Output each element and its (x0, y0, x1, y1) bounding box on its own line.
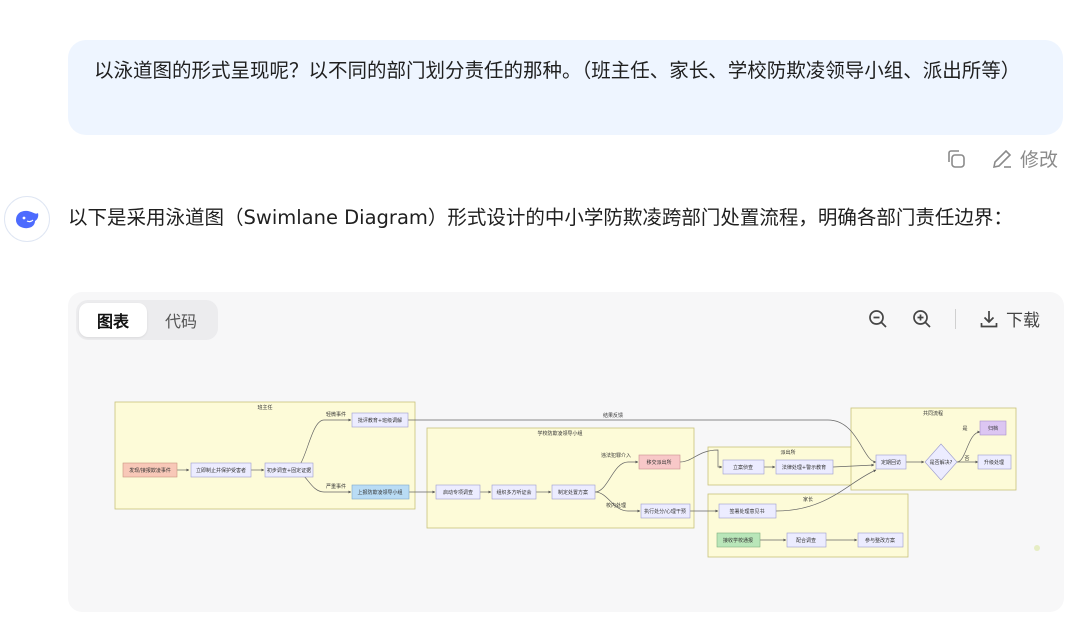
node-upgrade-label: 升级处理 (984, 459, 1004, 466)
assistant-intro-text: 以下是采用泳道图（Swimlane Diagram）形式设计的中小学防欺凌跨部门… (68, 206, 1013, 229)
edge-label-illegal: 违法犯罪介入 (601, 452, 631, 459)
lane-committee-label: 学校防欺凌领导小组 (537, 430, 582, 437)
node-separate-label: 立即制止并保护受害者 (196, 467, 246, 474)
node-execute[interactable]: 执行处分/心理干预 (640, 503, 691, 519)
node-parent-cooperate-label: 配合调查 (796, 537, 816, 544)
node-parent-plan-label: 参与整改方案 (865, 537, 895, 544)
node-decide-label: 制定处置方案 (558, 489, 588, 496)
edit-label: 修改 (1019, 149, 1058, 171)
node-resolved-label: 是否解决? (930, 459, 953, 466)
scroll-indicator-dot (1034, 545, 1040, 551)
diagram-toolbar: 图表 代码 下载 (68, 292, 1064, 348)
message-actions: 修改 (944, 145, 1058, 172)
edge-labels: 轻微事件 严重事件 违法犯罪介入 校内处理 结果反馈 是 否 (326, 411, 970, 509)
zoom-in-icon (913, 309, 931, 328)
toolbar-divider (955, 308, 956, 329)
node-archive-label: 归档 (988, 425, 998, 432)
node-separate[interactable]: 立即制止并保护受害者 (190, 462, 252, 478)
zoom-out-icon (869, 309, 887, 328)
edge-label-serious: 严重事件 (326, 483, 346, 490)
view-tabs: 图表 代码 (76, 300, 218, 340)
tab-chart[interactable]: 图表 (79, 303, 147, 337)
lane-teacher-label: 班主任 (257, 404, 272, 411)
node-start-inv[interactable]: 启动专项调查 (435, 484, 481, 500)
node-track-label: 定期回访 (881, 459, 901, 466)
whale-logo-icon (16, 210, 39, 229)
lane-common: 共同流程 (850, 407, 1017, 491)
node-police-measure[interactable]: 法律处理+警示教育 (775, 459, 834, 475)
user-message-bubble: 以泳道图的形式呈现呢？以不同的部门划分责任的那种。（班主任、家长、学校防欺凌领导… (68, 40, 1063, 135)
lane-common-label: 共同流程 (923, 410, 943, 417)
node-parent-plan[interactable]: 参与整改方案 (857, 532, 904, 548)
edge-label-school: 校内处理 (606, 502, 626, 509)
assistant-intro: 以下是采用泳道图（Swimlane Diagram）形式设计的中小学防欺凌跨部门… (68, 200, 1058, 236)
node-discover[interactable]: 发现/接报欺凌事件 (122, 462, 178, 478)
node-educate[interactable]: 批评教育+班级调解 (351, 412, 409, 428)
node-discover-label: 发现/接报欺凌事件 (129, 467, 171, 474)
lane-police-label: 派出所 (780, 449, 795, 456)
node-refer-police[interactable]: 移交派出所 (638, 454, 681, 470)
node-execute-label: 执行处分/心理干预 (644, 508, 686, 515)
assistant-avatar (4, 196, 50, 242)
node-investigate-label: 初步调查+固定证据 (267, 467, 311, 474)
zoom-in-button[interactable] (911, 308, 933, 330)
lane-parents: 家长 (707, 493, 909, 558)
edge-label-feedback: 结果反馈 (603, 412, 623, 419)
copy-button[interactable] (944, 147, 968, 171)
download-label: 下载 (1006, 311, 1040, 331)
zoom-out-button[interactable] (867, 308, 889, 330)
diagram-card: 图表 代码 下载 (68, 292, 1064, 612)
node-archive[interactable]: 归档 (979, 420, 1007, 436)
download-icon (980, 310, 998, 327)
node-parent-receive[interactable]: 接收学校通报 (716, 532, 761, 548)
node-parent-receive-label: 接收学校通报 (723, 537, 753, 544)
node-refer-police-label: 移交派出所 (646, 459, 671, 466)
node-investigate[interactable]: 初步调查+固定证据 (264, 462, 314, 478)
node-escalate-label: 上报防欺凌领导小组 (357, 489, 402, 496)
node-track[interactable]: 定期回访 (875, 454, 907, 470)
node-start-inv-label: 启动专项调查 (443, 489, 473, 496)
node-upgrade[interactable]: 升级处理 (977, 454, 1012, 470)
pencil-icon (992, 149, 1012, 168)
node-decide[interactable]: 制定处置方案 (551, 484, 596, 500)
lane-parents-label: 家长 (803, 496, 813, 503)
node-parent-notify-label: 签署处理意见书 (729, 508, 764, 515)
diagram-tools: 下载 (867, 306, 1040, 331)
edge-label-no: 否 (964, 456, 969, 462)
user-message-text: 以泳道图的形式呈现呢？以不同的部门划分责任的那种。（班主任、家长、学校防欺凌领导… (94, 59, 1021, 82)
node-resolved[interactable]: 是否解决? (924, 443, 958, 481)
download-button[interactable]: 下载 (978, 306, 1040, 331)
copy-icon (948, 149, 965, 168)
node-organize-label: 组织多方听证会 (496, 489, 531, 496)
node-parent-notify[interactable]: 签署处理意见书 (718, 503, 777, 519)
node-police-file-label: 立案侦查 (733, 464, 753, 471)
diagram-edges (177, 418, 981, 542)
edge-label-yes: 是 (962, 426, 967, 432)
node-police-measure-label: 法律处理+警示教育 (782, 464, 826, 471)
edit-button[interactable]: 修改 (990, 145, 1058, 172)
node-police-file[interactable]: 立案侦查 (722, 459, 765, 475)
swimlane-diagram[interactable]: 班主任 学校防欺凌领导小组 派出所 家长 共同流程 (68, 348, 1064, 612)
node-escalate[interactable]: 上报防欺凌领导小组 (351, 484, 410, 500)
node-educate-label: 批评教育+班级调解 (358, 417, 402, 424)
node-organize[interactable]: 组织多方听证会 (491, 484, 537, 500)
node-parent-cooperate[interactable]: 配合调查 (786, 532, 827, 548)
edge-label-minor: 轻微事件 (326, 411, 346, 418)
tab-code[interactable]: 代码 (164, 312, 197, 331)
